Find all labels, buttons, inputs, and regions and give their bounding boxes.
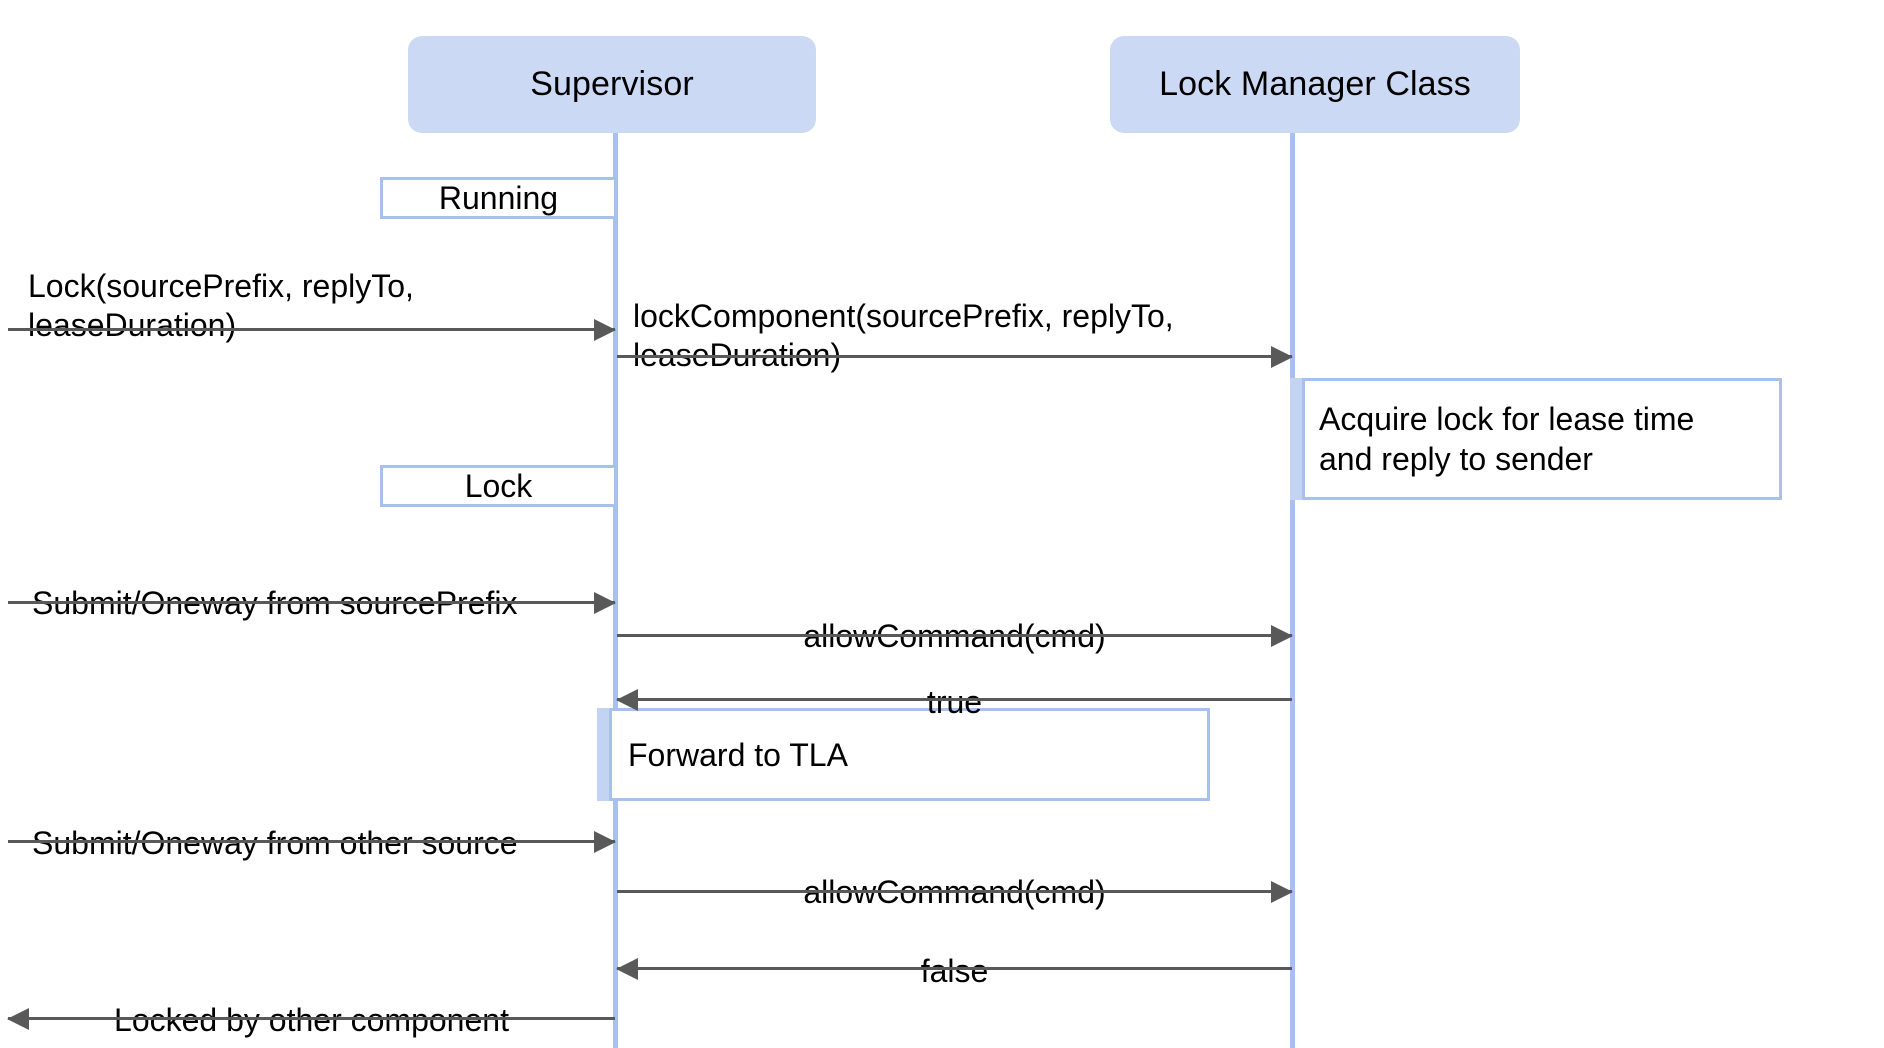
arrow-head-right-icon (1271, 625, 1293, 647)
note-forward-to-tla-text: Forward to TLA (628, 736, 848, 773)
state-box-lock: Lock (380, 465, 617, 507)
participant-lock-manager-label: Lock Manager Class (1159, 65, 1471, 103)
message-label-lock-request-text: Lock(sourcePrefix, replyTo, leaseDuratio… (28, 268, 414, 344)
arrow-head-left-icon (616, 958, 638, 980)
arrow-head-left-icon (616, 689, 638, 711)
arrow-line (617, 698, 1292, 701)
message-label-lock-component: lockComponent(sourcePrefix, replyTo, lea… (633, 258, 1333, 375)
arrow-head-right-icon (594, 592, 616, 614)
note-forward-to-tla: Forward to TLA (609, 708, 1210, 801)
arrow-head-right-icon (1271, 881, 1293, 903)
lifeline-lock-manager (1290, 133, 1295, 1048)
arrow-line (8, 1017, 615, 1020)
message-label-false-text: false (920, 953, 989, 990)
arrow-line (617, 890, 1292, 893)
arrow-line (617, 967, 1292, 970)
message-label-lock-component-text: lockComponent(sourcePrefix, replyTo, lea… (633, 298, 1174, 374)
message-label-submit-from-source-prefix: Submit/Oneway from sourcePrefix (32, 545, 632, 623)
note-acquire-lock-text: Acquire lock for lease time and reply to… (1319, 401, 1695, 477)
arrow-line (617, 355, 1292, 358)
arrow-head-left-icon (7, 1008, 29, 1030)
state-box-running-label: Running (438, 180, 559, 216)
arrow-head-right-icon (1271, 346, 1293, 368)
participant-supervisor[interactable]: Supervisor (408, 36, 816, 133)
message-label-submit-from-other-source: Submit/Oneway from other source (32, 785, 632, 863)
arrow-head-right-icon (594, 319, 616, 341)
message-label-false: false (617, 913, 1292, 991)
participant-supervisor-label: Supervisor (530, 65, 694, 103)
message-label-submit-from-other-source-text: Submit/Oneway from other source (32, 825, 518, 862)
message-label-true: true (617, 644, 1292, 722)
arrow-line (8, 328, 615, 331)
arrow-line (617, 634, 1292, 637)
state-box-running: Running (380, 177, 617, 219)
arrow-line (8, 601, 615, 604)
arrow-head-right-icon (594, 831, 616, 853)
participant-lock-manager[interactable]: Lock Manager Class (1110, 36, 1520, 133)
message-label-true-text: true (926, 684, 983, 721)
note-acquire-lock: Acquire lock for lease time and reply to… (1302, 378, 1782, 500)
state-box-lock-label: Lock (464, 468, 533, 504)
message-label-allow-command-2: allowCommand(cmd) (617, 834, 1292, 912)
message-label-locked-by-other-component-text: Locked by other component (114, 1002, 509, 1039)
message-label-locked-by-other-component: Locked by other component (8, 962, 615, 1040)
message-label-lock-request: Lock(sourcePrefix, replyTo, leaseDuratio… (28, 228, 598, 345)
lifeline-supervisor (613, 133, 618, 1048)
arrow-line (8, 840, 615, 843)
